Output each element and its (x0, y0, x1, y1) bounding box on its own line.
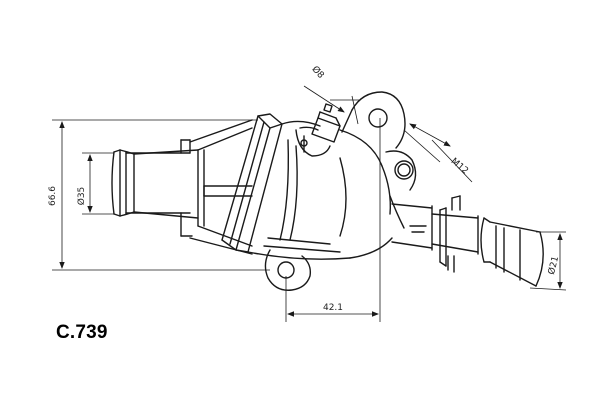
dimension-inlet-diameter (82, 152, 114, 215)
spacing-label: 42.1 (323, 303, 343, 313)
sensor-diameter-label: Ø8 (309, 64, 326, 81)
dimension-thread (403, 123, 473, 183)
part-code-label: C.739 (56, 322, 108, 343)
height-label: 66.6 (48, 186, 58, 206)
inlet-transition (189, 119, 253, 255)
dimension-spacing (285, 118, 381, 322)
inlet-diameter-label: Ø35 (76, 187, 87, 206)
dimension-sensor-diameter (303, 85, 360, 125)
inlet-bracket (180, 139, 193, 237)
mounting-flange (221, 113, 283, 253)
sensor-screw (295, 103, 341, 157)
dimension-height (52, 119, 270, 271)
top-mounting-ear (341, 91, 406, 149)
thread-label: M12 (449, 156, 470, 176)
outlet-pipe (391, 195, 544, 287)
inlet-pipe (111, 149, 199, 219)
side-port (385, 150, 417, 229)
outlet-diameter-label: Ø21 (546, 255, 561, 276)
thermostat-body (247, 120, 393, 260)
dimension-outlet-diameter (529, 231, 567, 291)
